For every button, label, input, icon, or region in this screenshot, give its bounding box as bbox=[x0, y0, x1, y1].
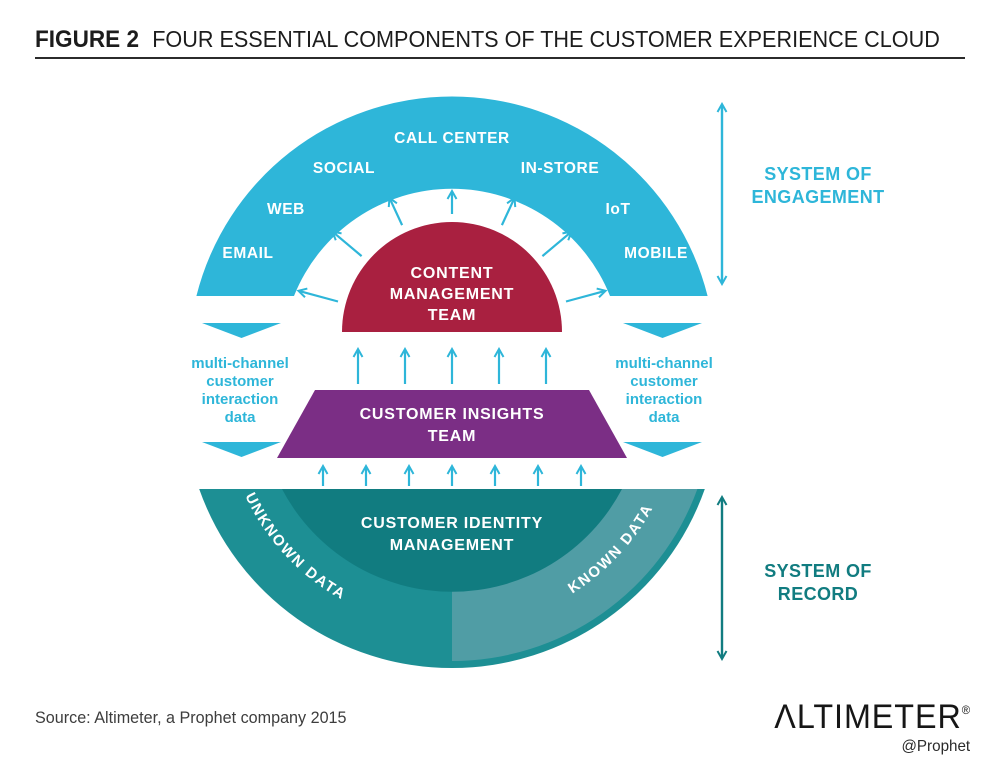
svg-text:CUSTOMER INSIGHTS: CUSTOMER INSIGHTS bbox=[360, 406, 545, 423]
page-title: FOUR ESSENTIAL COMPONENTS OF THE CUSTOME… bbox=[152, 26, 940, 52]
svg-text:CUSTOMER IDENTITY: CUSTOMER IDENTITY bbox=[361, 515, 543, 532]
content-management-team-label: CONTENT MANAGEMENT TEAM bbox=[390, 265, 514, 324]
channel-label-mobile: MOBILE bbox=[624, 245, 688, 262]
system-of-engagement-label: SYSTEM OF ENGAGEMENT bbox=[751, 164, 884, 207]
multi-channel-note-left: multi-channel customer interaction data bbox=[191, 355, 289, 426]
svg-text:MANAGEMENT: MANAGEMENT bbox=[390, 537, 514, 554]
svg-text:interaction: interaction bbox=[202, 391, 279, 408]
customer-identity-management-shape bbox=[282, 489, 622, 592]
svg-text:ENGAGEMENT: ENGAGEMENT bbox=[751, 187, 884, 207]
channel-label-email: EMAIL bbox=[222, 245, 273, 262]
customer-identity-management-label: CUSTOMER IDENTITY MANAGEMENT bbox=[361, 515, 543, 554]
customer-insights-team-label: CUSTOMER INSIGHTS TEAM bbox=[360, 406, 545, 445]
channel-label-iot: IoT bbox=[605, 201, 630, 218]
svg-text:customer: customer bbox=[630, 373, 698, 390]
svg-text:RECORD: RECORD bbox=[778, 584, 858, 604]
svg-text:customer: customer bbox=[206, 373, 274, 390]
svg-text:SYSTEM OF: SYSTEM OF bbox=[764, 164, 872, 184]
figure-header: FIGURE 2 FOUR ESSENTIAL COMPONENTS OF TH… bbox=[35, 26, 940, 54]
registered-mark: ® bbox=[961, 703, 970, 717]
svg-text:multi-channel: multi-channel bbox=[191, 355, 289, 372]
channel-labels: EMAIL WEB SOCIAL CALL CENTER IN-STORE Io… bbox=[222, 130, 688, 262]
system-of-record-label: SYSTEM OF RECORD bbox=[764, 561, 872, 604]
svg-text:data: data bbox=[225, 409, 257, 426]
svg-text:interaction: interaction bbox=[626, 391, 703, 408]
figure-label: FIGURE 2 bbox=[35, 26, 140, 53]
radial-arrows bbox=[299, 192, 604, 303]
channel-label-web: WEB bbox=[267, 201, 305, 218]
record-to-insights-arrows bbox=[323, 467, 581, 486]
channel-label-social: SOCIAL bbox=[313, 160, 375, 177]
svg-text:TEAM: TEAM bbox=[428, 307, 477, 324]
multi-channel-note-right: multi-channel customer interaction data bbox=[615, 355, 713, 426]
customer-insights-team-shape bbox=[277, 390, 627, 458]
source-note: Source: Altimeter, a Prophet company 201… bbox=[35, 708, 347, 727]
svg-text:SYSTEM OF: SYSTEM OF bbox=[764, 561, 872, 581]
engagement-ring bbox=[196, 96, 708, 296]
altimeter-logo: ΛLTIMETER® @Prophet bbox=[764, 698, 970, 756]
channel-label-in-store: IN-STORE bbox=[521, 160, 600, 177]
channel-label-call-center: CALL CENTER bbox=[394, 130, 510, 147]
svg-text:MANAGEMENT: MANAGEMENT bbox=[390, 286, 514, 303]
altimeter-wordmark: ΛLTIMETER® bbox=[774, 698, 970, 736]
svg-text:TEAM: TEAM bbox=[428, 428, 477, 445]
svg-text:multi-channel: multi-channel bbox=[615, 355, 713, 372]
svg-text:data: data bbox=[649, 409, 681, 426]
header-divider bbox=[35, 57, 965, 59]
insights-to-content-arrows bbox=[358, 350, 546, 384]
flow-chevrons bbox=[202, 323, 702, 457]
content-management-team-shape bbox=[342, 222, 562, 332]
svg-text:CONTENT: CONTENT bbox=[411, 265, 494, 282]
prophet-submark: @Prophet bbox=[901, 738, 970, 755]
